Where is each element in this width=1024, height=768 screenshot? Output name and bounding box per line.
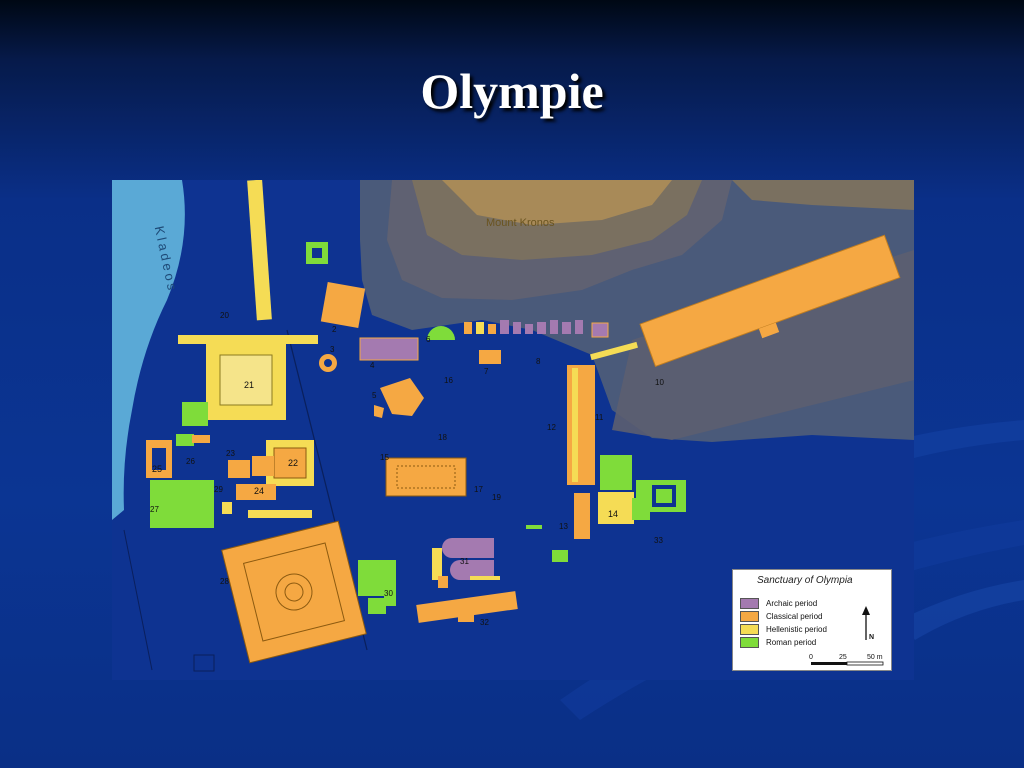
- classical-swatch: [740, 611, 759, 622]
- label-5: 5: [372, 391, 377, 400]
- label-7: 7: [484, 367, 489, 376]
- label-11: 11: [595, 413, 604, 422]
- north-label: N: [869, 634, 875, 641]
- hill-contour-top: [442, 180, 672, 225]
- label-16: 16: [444, 376, 453, 385]
- label-17: 17: [474, 485, 483, 494]
- roman-swatch: [740, 637, 759, 648]
- label-14: 14: [608, 509, 618, 519]
- label-15: 15: [380, 453, 389, 462]
- label-32: 32: [480, 618, 489, 627]
- label-4: 4: [370, 361, 375, 370]
- north-arrow-icon: [862, 606, 870, 640]
- legend-label: Roman period: [766, 638, 817, 647]
- label-8: 8: [536, 357, 541, 366]
- map-legend: Sanctuary of Olympia Archaic period Clas…: [732, 569, 892, 671]
- scale-bar: [811, 661, 884, 666]
- label-20: 20: [220, 311, 229, 320]
- label-33: 33: [654, 536, 663, 545]
- label-3: 3: [330, 345, 335, 354]
- leonidaion: [221, 520, 367, 664]
- mountain-label: Mount Kronos: [486, 217, 555, 229]
- hill-right: [732, 180, 914, 210]
- legend-label: Classical period: [766, 612, 823, 621]
- roman-complex-east: [600, 455, 686, 520]
- legend-label: Archaic period: [766, 599, 818, 608]
- label-13: 13: [559, 522, 568, 531]
- label-29: 29: [214, 485, 223, 494]
- scale-tick-0: 0: [809, 654, 813, 661]
- treasuries-row: [464, 320, 609, 338]
- label-12: 12: [547, 423, 556, 432]
- label-18: 18: [438, 433, 447, 442]
- roman-complex-west: [150, 402, 214, 528]
- scale-tick-25: 25: [839, 654, 847, 661]
- label-23: 23: [226, 449, 235, 458]
- legend-item-classical: Classical period: [740, 611, 822, 622]
- label-31: 31: [460, 557, 469, 566]
- label-10: 10: [655, 378, 664, 387]
- scale-tick-50: 50 m: [867, 654, 883, 661]
- slide-title: Olympie: [420, 63, 604, 119]
- label-2: 2: [332, 325, 337, 334]
- legend-item-archaic: Archaic period: [740, 598, 817, 609]
- label-22: 22: [288, 458, 298, 468]
- label-21: 21: [244, 380, 254, 390]
- label-28: 28: [220, 577, 229, 586]
- label-6: 6: [426, 335, 431, 344]
- label-30: 30: [384, 589, 393, 598]
- archaic-swatch: [740, 598, 759, 609]
- kladeos-river: [112, 180, 185, 520]
- label-27: 27: [150, 505, 159, 514]
- stadium: [639, 234, 901, 368]
- legend-item-hellenistic: Hellenistic period: [740, 624, 827, 635]
- legend-item-roman: Roman period: [740, 637, 816, 648]
- label-26: 26: [186, 457, 195, 466]
- label-24: 24: [254, 486, 264, 496]
- hellenistic-swatch: [740, 624, 759, 635]
- label-25: 25: [152, 464, 162, 474]
- legend-title: Sanctuary of Olympia: [757, 575, 853, 586]
- legend-label: Hellenistic period: [766, 625, 827, 634]
- label-19: 19: [492, 493, 501, 502]
